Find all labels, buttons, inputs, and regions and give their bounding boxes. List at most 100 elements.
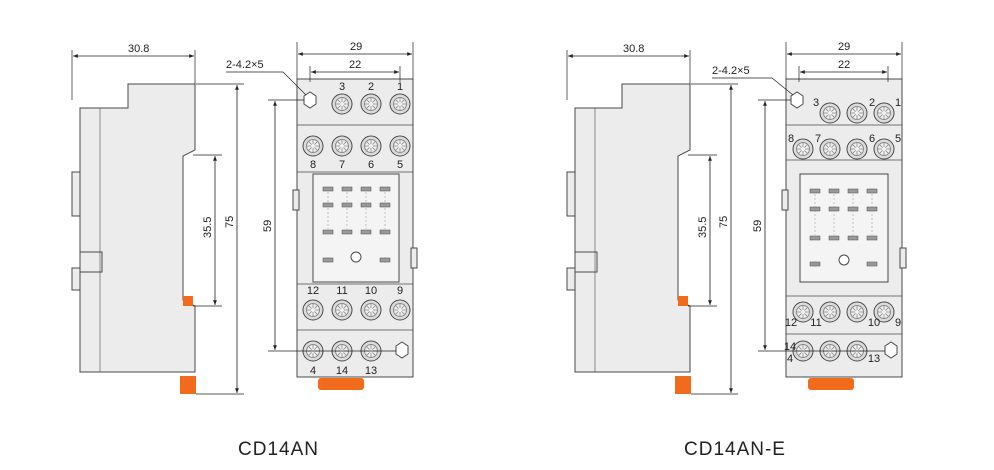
terminal-number: 9	[895, 317, 901, 329]
terminal-number: 14	[784, 341, 796, 353]
terminal-number: 11	[336, 285, 347, 297]
model-caption: CD14AN	[238, 439, 319, 460]
bottom-clip	[808, 378, 854, 390]
terminal-row-bottom	[302, 340, 382, 362]
relay-pin	[341, 186, 353, 192]
terminal-screw-icon	[331, 93, 353, 115]
terminal-screw-icon	[360, 135, 382, 157]
relay-pins	[809, 188, 878, 267]
relay-pin	[847, 235, 859, 241]
terminal-number: 1	[895, 97, 901, 109]
side-latch-mid	[79, 251, 103, 273]
side-profile	[574, 83, 691, 373]
terminal-screw-icon	[360, 93, 382, 115]
dim-inner-width: 22	[838, 59, 850, 71]
terminal-number: 9	[397, 285, 403, 297]
terminal-number: 7	[339, 159, 345, 171]
hole-leader	[226, 71, 307, 96]
relay-pin	[322, 229, 334, 235]
side-latch-top	[566, 171, 576, 217]
terminal-number: 2	[368, 81, 374, 93]
terminal-screw-icon	[819, 138, 841, 160]
drawing-cd14an-e: 30.8 35.5 75 3 2	[566, 41, 907, 460]
terminal-screw-icon	[331, 299, 353, 321]
relay-pin	[341, 229, 353, 235]
dim-pitch: 59	[752, 220, 764, 232]
dim-inner-width: 22	[349, 59, 361, 71]
terminal-screw-icon	[389, 299, 411, 321]
hole-leader	[712, 77, 794, 96]
side-latch-bottom	[566, 267, 576, 291]
model-caption: CD14AN-E	[684, 439, 786, 460]
dim-depth: 30.8	[128, 43, 149, 55]
side-profile	[79, 83, 196, 373]
terminal-screw-icon	[819, 301, 841, 323]
dim-rail: 35.5	[697, 217, 709, 238]
side-clip-upper	[183, 296, 193, 306]
terminal-number: 4	[310, 365, 316, 377]
side-tab-left	[292, 189, 300, 211]
terminal-number: 14	[336, 365, 348, 377]
terminal-number: 13	[365, 365, 377, 377]
terminal-screw-icon	[846, 102, 868, 124]
relay-pin	[379, 186, 391, 192]
terminal-number: 8	[788, 133, 794, 145]
dim-rail: 35.5	[202, 217, 214, 238]
terminal-row-upper	[302, 135, 411, 157]
terminal-number: 6	[869, 133, 875, 145]
side-clip-lower	[675, 376, 691, 394]
side-clip-lower	[180, 376, 196, 394]
terminal-screw-icon	[873, 102, 895, 124]
side-tab-right	[899, 247, 907, 269]
dim-width: 29	[350, 41, 362, 53]
terminal-screw-icon	[360, 299, 382, 321]
dim-hole: 2-4.2×5	[226, 59, 264, 71]
terminal-screw-icon	[331, 135, 353, 157]
terminal-screw-icon	[846, 138, 868, 160]
relay-pin	[866, 235, 878, 241]
side-clip-upper	[678, 296, 688, 306]
terminal-screw-icon	[819, 102, 841, 124]
terminal-number: 2	[869, 97, 875, 109]
relay-window	[312, 173, 400, 283]
dim-height: 75	[718, 216, 730, 228]
dim-depth: 30.8	[623, 43, 644, 55]
side-tab-left	[781, 189, 789, 211]
terminal-row-top	[331, 93, 411, 115]
side-latch-bottom	[71, 267, 81, 291]
terminal-screw-icon	[302, 299, 324, 321]
terminal-number: 12	[307, 285, 319, 297]
center-hole	[838, 254, 850, 266]
relay-pin	[828, 188, 840, 194]
terminal-screw-icon	[792, 138, 814, 160]
side-latch-top	[71, 171, 81, 217]
terminal-number: 8	[310, 159, 316, 171]
terminal-number: 10	[868, 317, 880, 329]
side-view: 30.8 35.5 75	[71, 43, 244, 395]
side-tab-right	[410, 247, 418, 269]
mounting-hole-bottom	[884, 341, 898, 359]
terminal-screw-icon	[792, 301, 814, 323]
relay-pin	[379, 229, 391, 235]
terminal-screw-icon	[389, 135, 411, 157]
terminal-number: 13	[868, 353, 880, 365]
terminal-number: 7	[815, 133, 821, 145]
terminal-screw-icon	[846, 301, 868, 323]
dim-hole: 2-4.2×5	[712, 65, 750, 77]
terminal-screw-icon	[873, 138, 895, 160]
relay-pin	[847, 188, 859, 194]
drawing-cd14an: 30.8 35.5 75	[71, 41, 418, 460]
mounting-hole-top	[790, 91, 804, 109]
side-latch-mid	[574, 251, 598, 273]
terminal-screw-icon	[389, 93, 411, 115]
mounting-hole-bottom	[395, 341, 409, 359]
relay-pin	[322, 186, 334, 192]
relay-pin	[360, 229, 372, 235]
terminal-number: 11	[810, 317, 821, 329]
bottom-clip	[318, 378, 364, 390]
dim-width: 29	[838, 41, 850, 53]
relay-pin	[809, 188, 821, 194]
front-view: 3 2 1 8 7 6 5 12 11 10 9 4 14 13 29 22 2…	[712, 41, 907, 390]
terminal-screw-icon	[873, 301, 895, 323]
